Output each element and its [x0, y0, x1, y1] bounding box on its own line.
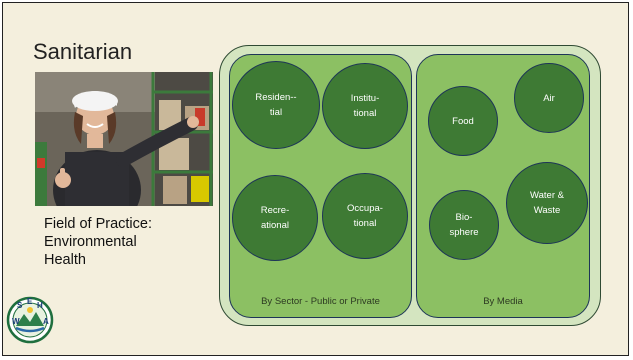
svg-text:E: E: [27, 297, 33, 306]
institutional-circle: Institu- tional: [322, 63, 408, 149]
residential-circle: Residen-- tial: [232, 61, 320, 149]
caption-line: Field of Practice:: [44, 216, 152, 232]
biosphere-circle: Bio- sphere: [429, 190, 499, 260]
by-media-label: By Media: [483, 296, 523, 307]
caption-line: Environmental: [44, 234, 137, 250]
svg-text:A: A: [43, 317, 49, 326]
caption-line: Health: [44, 252, 86, 268]
field-of-practice-caption: Field of Practice: Environmental Health: [44, 215, 214, 269]
occupational-circle: Occupa- tional: [322, 173, 408, 259]
food-circle: Food: [428, 86, 498, 156]
wseha-logo: W S E H A: [6, 296, 54, 344]
air-circle: Air: [514, 63, 584, 133]
water-waste-circle: Water & Waste: [506, 162, 588, 244]
recreational-circle: Recre- ational: [232, 175, 318, 261]
sanitarian-photo: [35, 72, 213, 206]
svg-text:H: H: [37, 301, 43, 310]
by-sector-label: By Sector - Public or Private: [261, 296, 380, 307]
svg-text:W: W: [12, 317, 20, 326]
svg-text:S: S: [17, 301, 23, 310]
slide-title: Sanitarian: [33, 39, 133, 64]
